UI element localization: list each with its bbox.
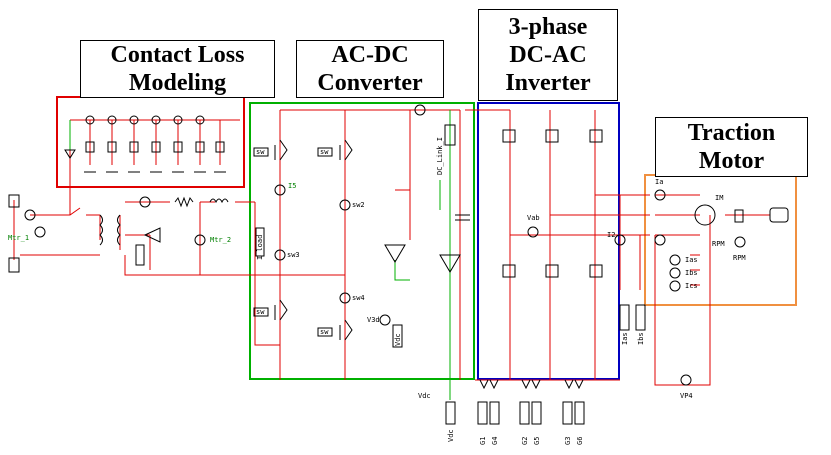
inverter-title-line2: DC-AC [509,42,587,68]
label-sw4: sw4 [352,294,365,302]
motor-title-line2: Motor [698,148,765,174]
label-ia: Ia [655,178,663,186]
label-mtr1: Mtr_1 [8,234,29,242]
contact-loss-switches [64,115,226,173]
label-g5: G5 [533,437,541,445]
ac-dc-block-outline [249,102,475,380]
label-ibs: Ibs [685,269,698,277]
label-ics: Ics [685,282,698,290]
label-i-load: I_load [256,235,264,260]
label-sw-c: sw [256,308,265,316]
label-sw-d: sw [320,328,329,336]
traction-motor-symbol [654,189,789,386]
contact-loss-title: Contact Loss Modeling [80,40,275,98]
label-vdc-probe: Vdc [447,429,455,442]
inverter-title-line3: Inverter [505,70,591,96]
label-g1: G1 [479,437,487,445]
label-i2: I2 [607,231,615,239]
label-im: IM [715,194,723,202]
ac-dc-title-line1: AC-DC [331,42,409,68]
label-dc-link: DC_Link_I [436,137,444,175]
contact-loss-title-line1: Contact Loss [110,42,245,68]
motor-title-line1: Traction [687,120,776,146]
inverter-title: 3-phase DC-AC Inverter [478,9,618,101]
label-rpm-a: RPM [712,240,725,248]
inverter-switches [477,129,646,425]
motor-title: Traction Motor [655,117,808,177]
label-sw3: sw3 [287,251,300,259]
label-g6: G6 [576,437,584,445]
label-sw2: sw2 [352,201,365,209]
label-sw-a: sw [256,148,265,156]
label-vdc-meter: Vdc [394,333,402,346]
label-mtr2: Mtr_2 [210,236,231,244]
label-g3: G3 [564,437,572,445]
label-g4: G4 [491,437,499,445]
ac-dc-title-line2: Converter [317,70,423,96]
label-vab: Vab [527,214,540,222]
contact-loss-title-line2: Modeling [128,70,227,96]
label-g2: G2 [521,437,529,445]
label-i5: I5 [288,182,296,190]
source-transformer [8,194,229,273]
label-v3d: V3d [367,316,380,324]
ac-dc-switches [253,104,470,425]
label-sw-b: sw [320,148,329,156]
component-labels: Mtr_1 Mtr_2 I5 sw2 sw3 sw4 sw sw sw sw I… [8,137,746,445]
label-ias: Ias [685,256,698,264]
label-ias-probe: Ias [621,332,629,345]
label-vdc: Vdc [418,392,431,400]
inverter-block-outline [477,102,620,380]
label-vp4: VP4 [680,392,693,400]
inverter-title-line1: 3-phase [508,14,588,40]
signal-wiring [69,110,451,400]
label-ibs-probe: Ibs [637,332,645,345]
label-rpm-b: RPM [733,254,746,262]
ac-dc-title: AC-DC Converter [296,40,444,98]
